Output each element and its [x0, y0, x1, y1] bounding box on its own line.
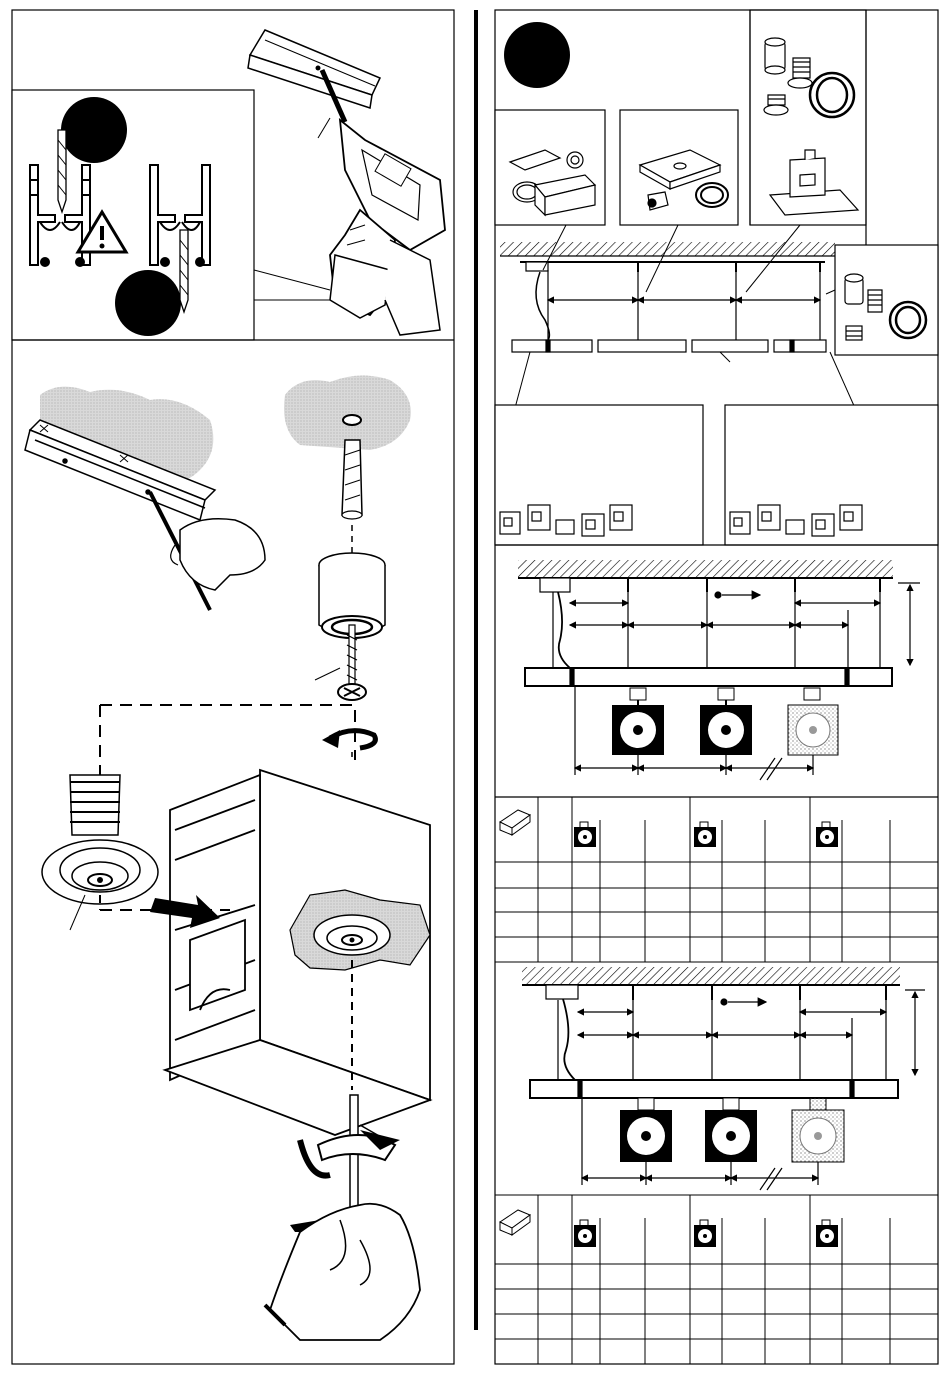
- ceiling-patch-right: [284, 375, 411, 450]
- spot-lamp-icon-ghost: [792, 1098, 844, 1162]
- spot-lamp-icon: [816, 822, 838, 847]
- table-b: [495, 1195, 938, 1364]
- spot-lamp-icon: [700, 688, 752, 755]
- layout-diagram-b: [522, 967, 925, 1098]
- step-marker-circle: [61, 97, 127, 163]
- spot-lamp-icon: [620, 1098, 672, 1162]
- spot-lamp-icon: [612, 688, 664, 755]
- wall-plug-icon: [342, 440, 362, 519]
- rotate-arrow-icon: [322, 730, 375, 748]
- spot-lamp-icon: [705, 1098, 757, 1162]
- pencil-hand-icon: [150, 492, 265, 610]
- spot-lamp-icon-ghost: [788, 688, 838, 755]
- table-a: [495, 797, 938, 962]
- spot-lamp-icon: [694, 822, 716, 847]
- ceiling-canopy-icon: [42, 775, 158, 904]
- spot-lamp-icon: [694, 1220, 716, 1247]
- spot-lamp-icon: [574, 1220, 596, 1247]
- spot-lamp-icon: [574, 822, 596, 847]
- bracket-part: [770, 150, 858, 215]
- step-marker-circle: [115, 270, 181, 336]
- step-marker-circle: [504, 22, 570, 88]
- spacer-parts-top: [764, 38, 854, 117]
- layout-diagram-a: [518, 560, 920, 686]
- rail-profile-icon: [500, 810, 530, 835]
- drilled-rail: [248, 30, 380, 108]
- rail-layout-1: [512, 262, 826, 352]
- rail-profile-icon: [500, 1210, 530, 1235]
- drill-icon: [322, 70, 445, 335]
- spot-lamp-icon: [816, 1220, 838, 1247]
